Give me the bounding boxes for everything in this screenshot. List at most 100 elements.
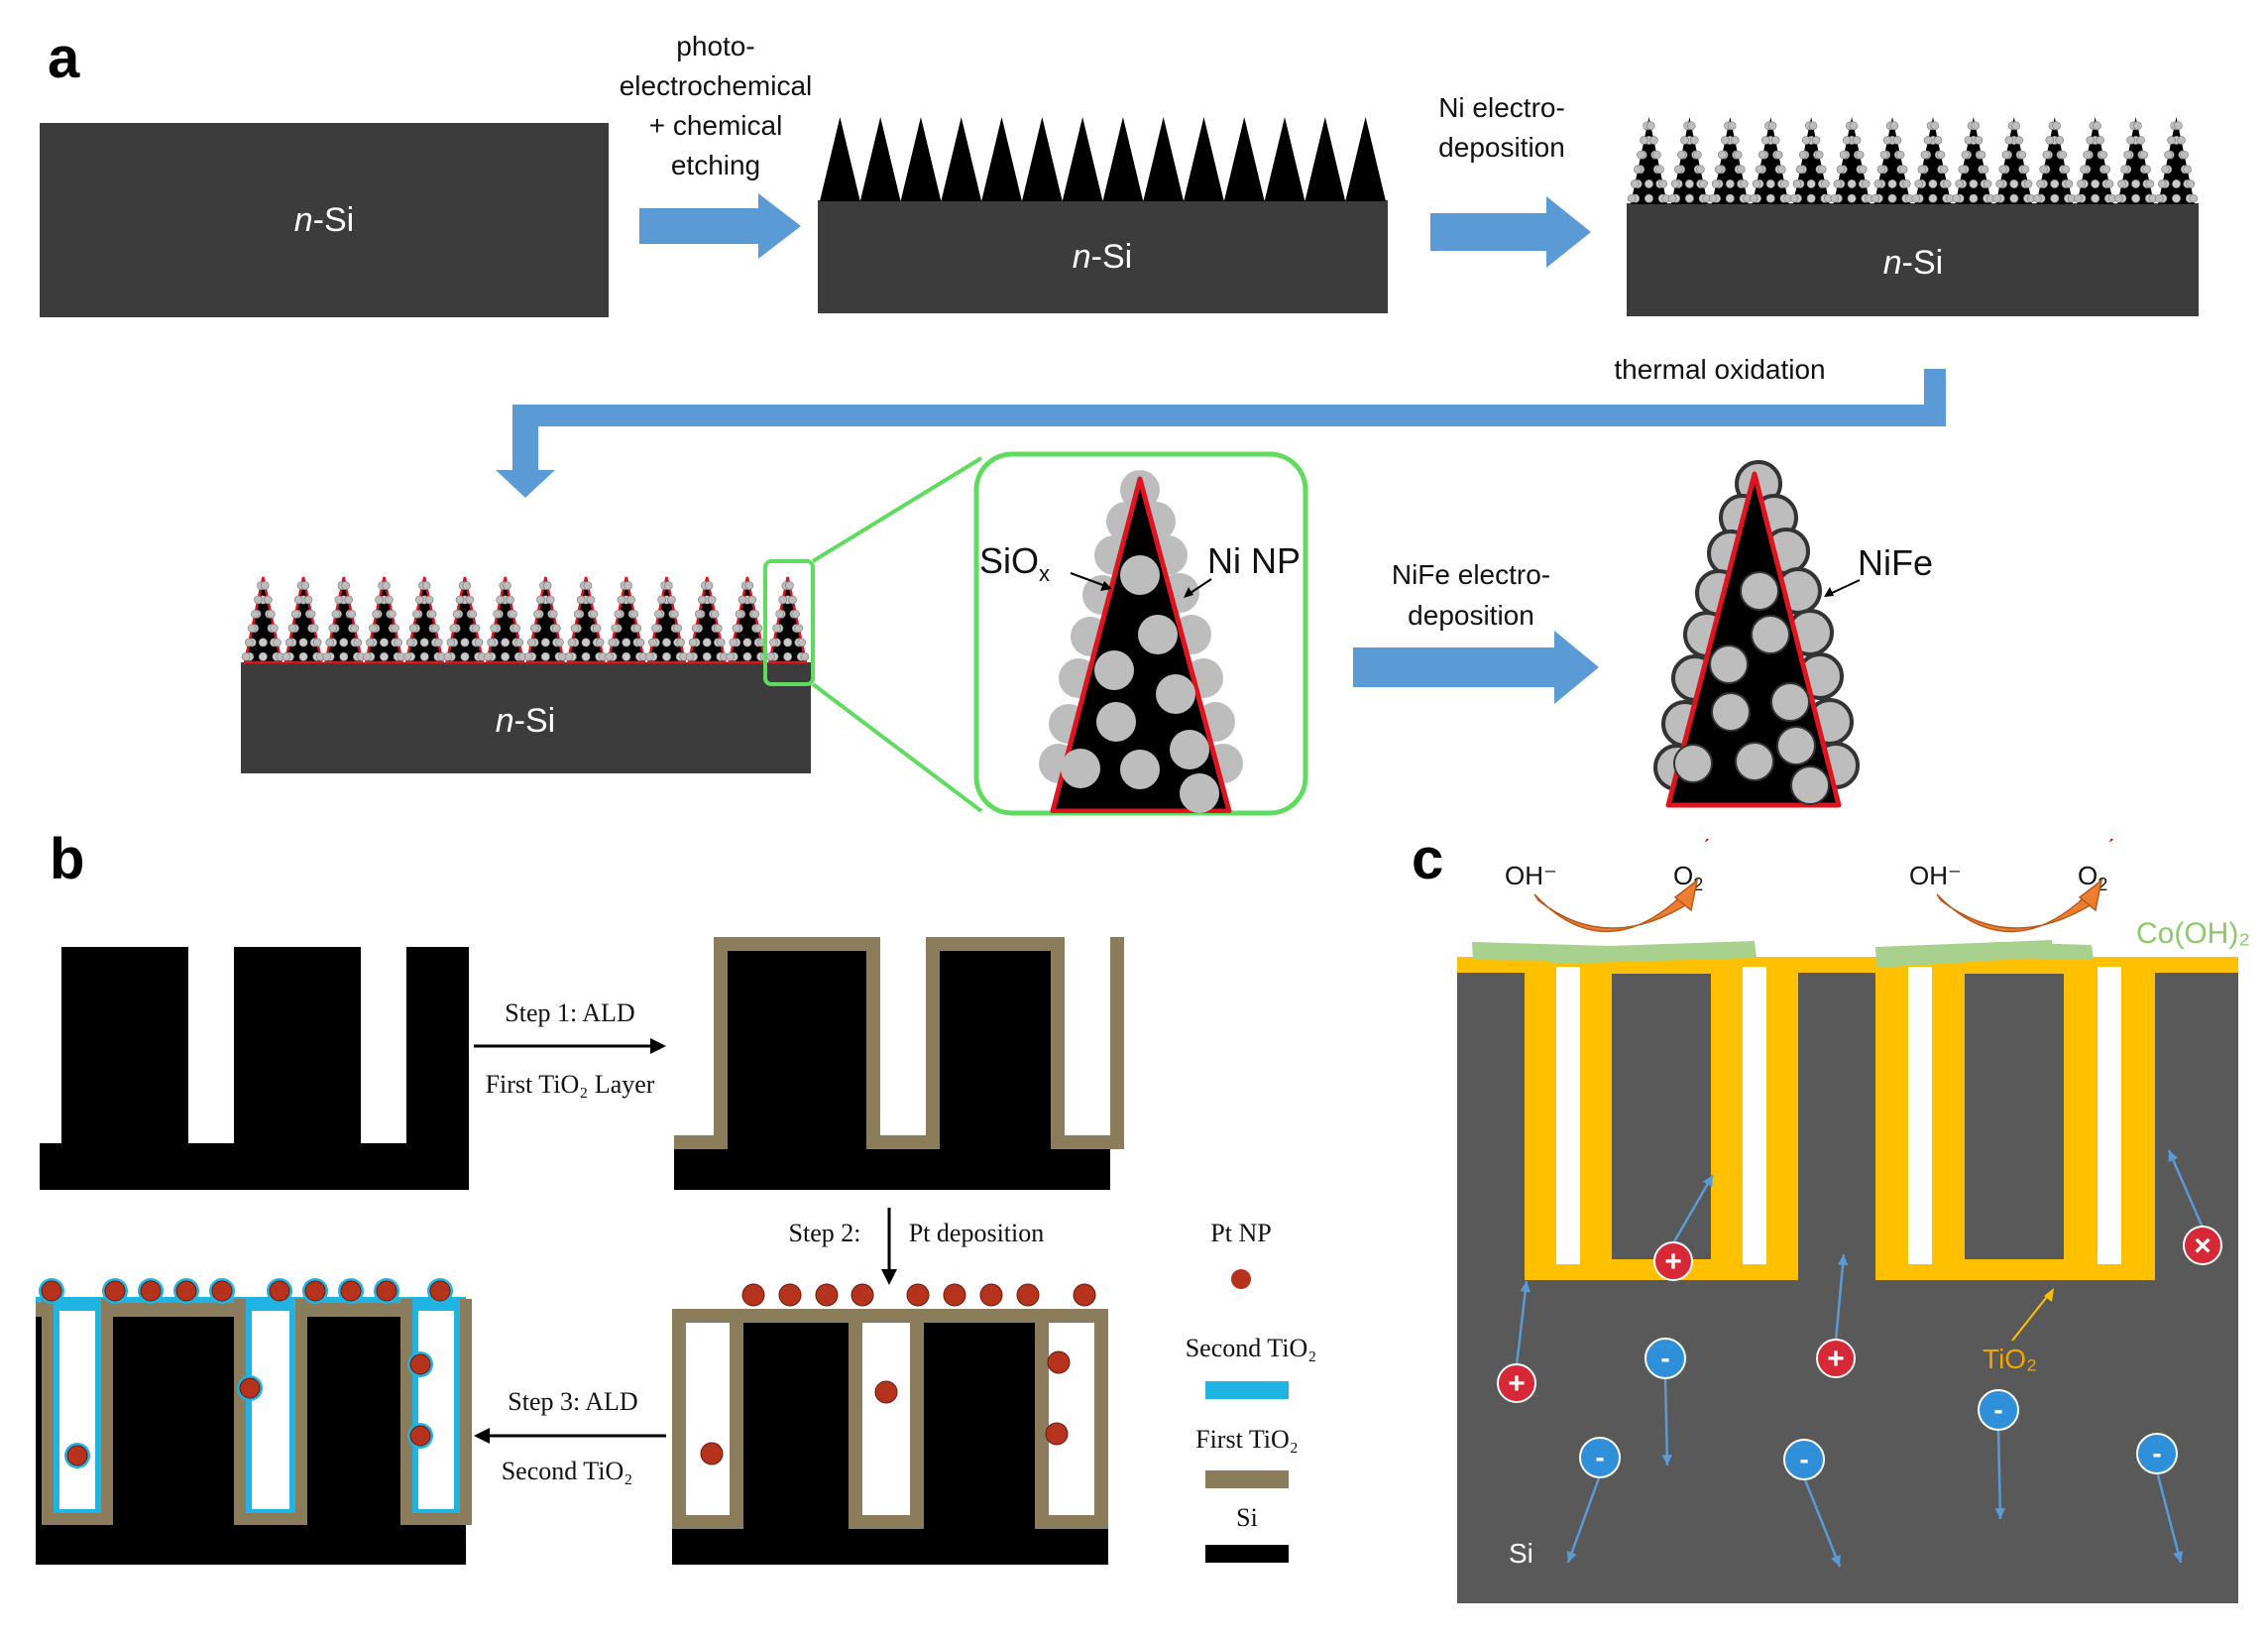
- ni-nanoparticle: [611, 624, 621, 633]
- legend-pt-np-swatch: [1231, 1269, 1251, 1289]
- ni-nanoparticle: [2014, 136, 2024, 145]
- ni-nanoparticle: [1801, 136, 1811, 145]
- c-oh-right: OH⁻: [1909, 861, 1962, 890]
- n-si-block-4: [241, 662, 811, 773]
- ni-nanoparticle: [282, 651, 291, 661]
- nife-inner-np: [1673, 744, 1713, 783]
- ni-nanoparticle: [460, 638, 470, 647]
- panel-b: b Step 1: ALD First TiO₂ Layer Step 2: P…: [36, 827, 1316, 1565]
- ni-nanoparticle: [622, 638, 631, 647]
- ni-nanoparticle: [1808, 121, 1818, 131]
- n-si-block-1: [40, 123, 609, 317]
- ni-nanoparticle: [772, 624, 781, 633]
- etched-spike: [1304, 117, 1346, 201]
- carrier-arrowhead: [1831, 1555, 1841, 1567]
- ni-nanoparticle: [2004, 136, 2014, 145]
- ni-nanoparticle: [1749, 193, 1758, 203]
- ni-nanoparticle: [350, 624, 360, 633]
- ni-nanoparticle: [661, 638, 671, 647]
- pt-nanoparticle: [741, 1283, 765, 1307]
- electron-carrier: [1644, 1338, 1686, 1379]
- ni-nanoparticle: [388, 609, 397, 619]
- ni-nanoparticle: [270, 624, 279, 633]
- ni-nanoparticle: [1777, 165, 1786, 175]
- b-si-second-tio2: [36, 1278, 472, 1565]
- ni-nanoparticle: [287, 624, 297, 633]
- ni-nanoparticle: [713, 624, 723, 633]
- ni-nanoparticle: [1858, 165, 1868, 175]
- b-step-1-sublabel: First TiO₂ Layer: [486, 1070, 655, 1099]
- ni-nanoparticle: [1721, 136, 1730, 145]
- ni-nanoparticle: [2036, 179, 2045, 188]
- carrier-path: [1834, 1253, 1846, 1342]
- electron-carrier: [1579, 1437, 1621, 1478]
- ni-nanoparticle: [1640, 136, 1648, 145]
- ni-nanoparticle: [474, 638, 484, 647]
- ni-nanoparticle: [526, 638, 536, 647]
- ni-np-inner: [1096, 702, 1136, 742]
- ni-nanoparticle: [702, 651, 712, 661]
- c-reaction-arrowhead-right: [2078, 879, 2103, 912]
- ni-nanoparticle: [592, 624, 602, 633]
- legend-second-tio2-swatch: [1205, 1381, 1289, 1399]
- b-si-plain: [40, 947, 469, 1190]
- carrier-path: [1515, 1280, 1529, 1366]
- ni-nanoparticle: [1814, 150, 1824, 160]
- ni-nanoparticle: [1686, 121, 1696, 131]
- etched-spike: [981, 117, 1022, 201]
- b-step-1-arrowhead: [650, 1038, 666, 1054]
- legend-first-tio2-swatch: [1205, 1470, 1289, 1488]
- ni-nanoparticle: [353, 638, 363, 647]
- etched-spike: [1143, 117, 1185, 201]
- ni-nanoparticle: [2064, 179, 2074, 188]
- ni-nanoparticle: [542, 581, 552, 590]
- ni-nanoparticle: [1667, 193, 1677, 203]
- pillar-core: [2098, 967, 2121, 1264]
- ni-nanoparticle: [405, 638, 415, 647]
- ni-nanoparticle: [1737, 165, 1746, 175]
- ni-nanoparticle: [1936, 150, 1946, 160]
- ni-nanoparticle: [2083, 150, 2092, 160]
- pt-nanoparticle: [429, 1280, 451, 1302]
- ni-nanoparticle: [2001, 150, 2011, 160]
- ni-nanoparticle: [1811, 136, 1821, 145]
- ni-nanoparticle: [769, 638, 778, 647]
- ni-nanoparticle: [339, 638, 349, 647]
- ni-nanoparticle: [341, 581, 350, 590]
- ni-nanoparticle: [576, 595, 586, 605]
- ni-nanoparticle: [750, 609, 760, 619]
- ni-nanoparticle: [421, 581, 431, 590]
- ni-nanoparticle: [1895, 150, 1905, 160]
- n-si-label-3: n-Si: [1883, 244, 1943, 282]
- ni-nanoparticle: [1714, 165, 1724, 175]
- ni-nanoparticle: [785, 581, 794, 590]
- b-step-2-label: Step 2:: [789, 1219, 861, 1247]
- ni-nanoparticle: [258, 651, 268, 661]
- carrier-arrowhead: [1661, 1455, 1672, 1465]
- ni-nanoparticle: [1792, 179, 1802, 188]
- ni-nanoparticle: [1755, 165, 1764, 175]
- electron-carrier: [1978, 1389, 2019, 1431]
- ni-nanoparticle: [2077, 179, 2086, 188]
- ni-nanoparticle: [490, 624, 499, 633]
- ni-nanoparticle: [2164, 150, 2173, 160]
- ni-nanoparticle: [1770, 136, 1780, 145]
- nife-inner-np: [1776, 726, 1816, 765]
- ni-np-inner: [1156, 674, 1195, 714]
- ni-nanoparticle: [1652, 150, 1661, 160]
- ni-nanoparticle: [1928, 178, 1938, 188]
- ni-nanoparticle: [309, 624, 319, 633]
- panel-c: c Co(OH)₂ OH⁻ O2 ˊ OH⁻ O2 ˊ TiO₂ Si +++×…: [1412, 827, 2250, 1603]
- trench-void: [862, 1323, 910, 1515]
- etched-spike: [1102, 117, 1144, 201]
- ni-nanoparticle: [501, 638, 510, 647]
- ni-nanoparticle: [702, 638, 712, 647]
- ni-nanoparticle: [1634, 165, 1643, 175]
- ni-nanoparticle: [555, 638, 564, 647]
- pillar-core: [1743, 967, 1766, 1264]
- ni-nanoparticle: [545, 595, 555, 605]
- ni-nanoparticle: [1842, 136, 1852, 145]
- nife-cone-group: [1653, 460, 1860, 808]
- ni-nanoparticle: [595, 638, 605, 647]
- ni-nanoparticle: [1974, 136, 1984, 145]
